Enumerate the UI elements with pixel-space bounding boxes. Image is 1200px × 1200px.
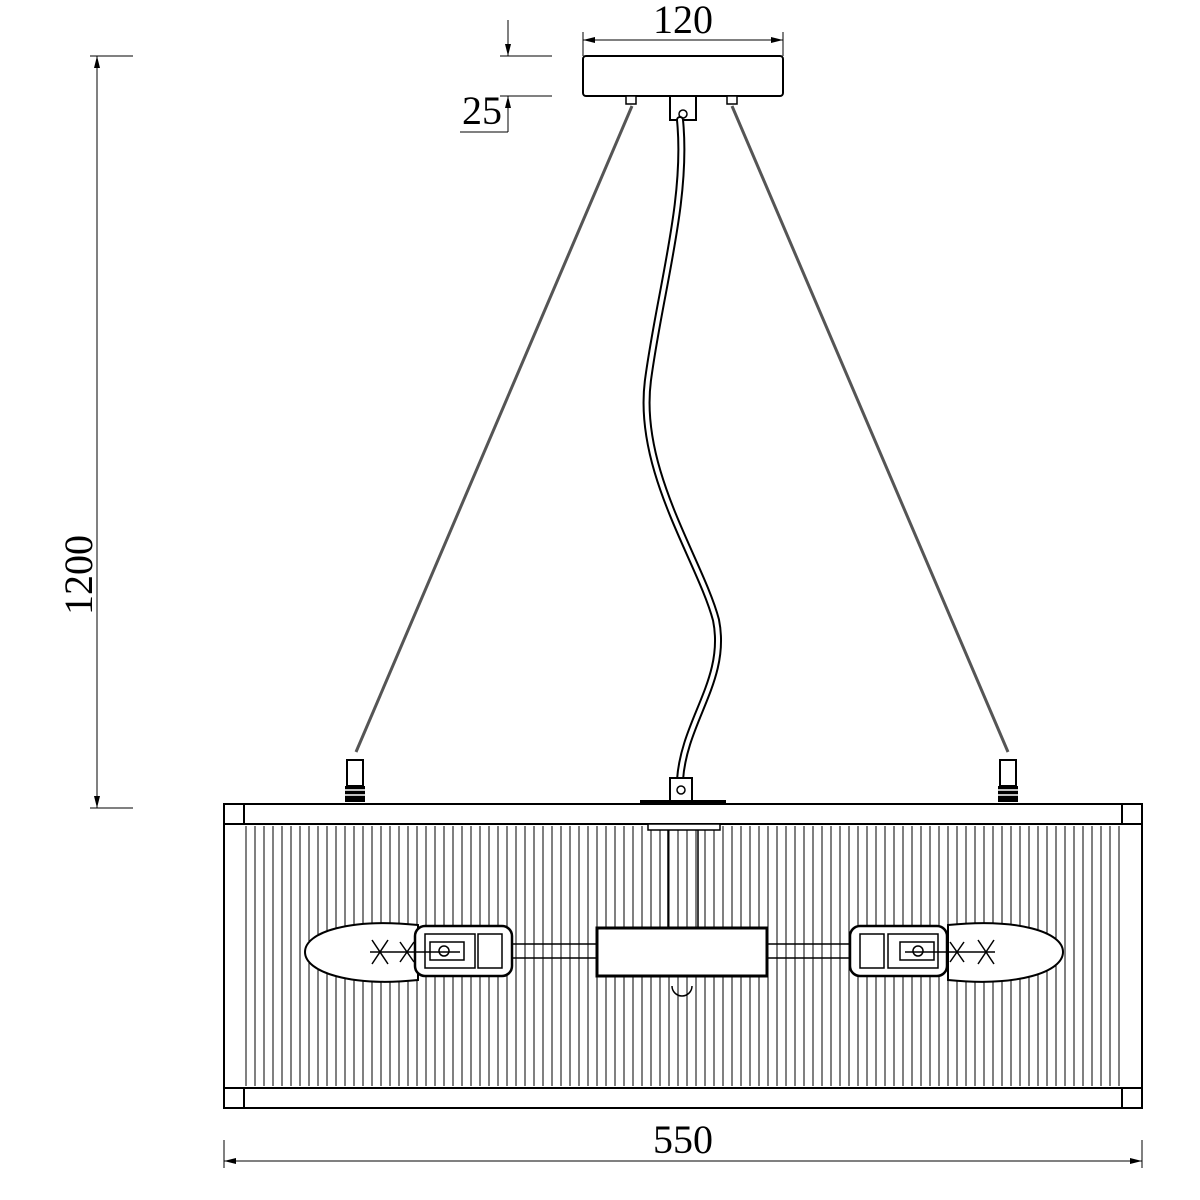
canopy-width-label: 120 (653, 0, 713, 42)
lamp-shade (223, 803, 1143, 1109)
center-box (595, 926, 769, 978)
bulb-right (848, 922, 1065, 983)
cable-grip-right (998, 759, 1018, 802)
dimension-shade-width: 550 (223, 1117, 1143, 1168)
total-height-label: 1200 (56, 535, 101, 615)
dimension-total-height: 1200 (56, 55, 133, 809)
cord-anchor (640, 777, 726, 805)
suspension-cables (354, 105, 1010, 753)
bulb-left (303, 922, 514, 983)
cable-grip-left (345, 759, 365, 802)
power-cord (642, 116, 722, 784)
shade-width-label: 550 (653, 1117, 713, 1162)
dimension-canopy-width: 120 (582, 0, 784, 56)
inner-fixture (512, 823, 852, 997)
canopy-height-label: 25 (462, 88, 502, 133)
ceiling-canopy (582, 55, 784, 121)
dimension-canopy-height: 25 (460, 20, 552, 133)
